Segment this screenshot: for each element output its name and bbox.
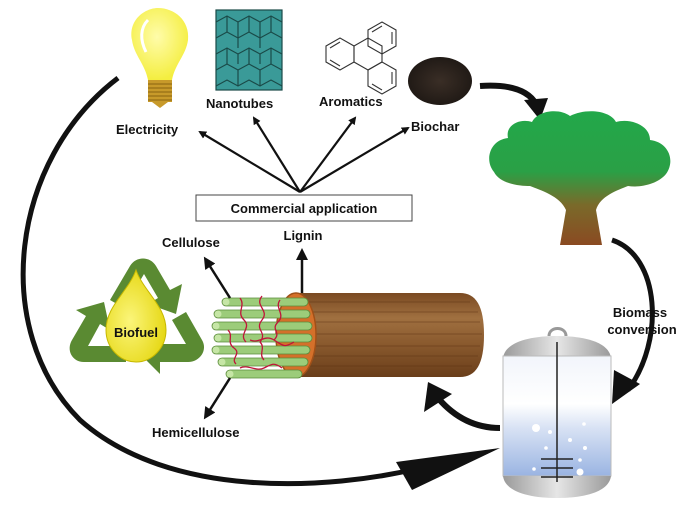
- lignin-label: Lignin: [284, 228, 323, 243]
- commercial-application-box: Commercial application: [195, 194, 413, 222]
- cellulose-label: Cellulose: [162, 235, 220, 250]
- arrow-tree-to-reactor: [611, 237, 655, 404]
- biochar-label: Biochar: [411, 119, 459, 134]
- arrow-biochar-to-tree: [479, 82, 548, 120]
- application-arrows: [198, 116, 410, 193]
- bioreactor-icon: [502, 327, 612, 498]
- arrow-reactor-to-log: [424, 382, 501, 431]
- fiber-bundle-icon: [211, 295, 313, 379]
- biochar-icon: [408, 57, 472, 105]
- commercial-application-label: Commercial application: [231, 201, 378, 216]
- nanotube-icon: [215, 9, 283, 91]
- tree-icon: [489, 111, 671, 245]
- aromatics-label: Aromatics: [319, 94, 383, 109]
- biofuel-label: Biofuel: [114, 325, 158, 340]
- electricity-label: Electricity: [116, 122, 179, 137]
- aromatic-molecule-icon: [325, 21, 397, 95]
- biomass-conversion-label-line1: Biomass: [613, 305, 667, 320]
- cycle-arrow-electricity-to-reactor: [20, 76, 500, 490]
- hemicellulose-label: Hemicellulose: [152, 425, 239, 440]
- fuel-drop-icon: Biofuel: [105, 268, 167, 363]
- light-bulb-icon: [131, 8, 189, 108]
- component-arrows: [203, 248, 308, 420]
- biomass-conversion-label-line2: conversion: [607, 322, 676, 337]
- nanotubes-label: Nanotubes: [206, 96, 273, 111]
